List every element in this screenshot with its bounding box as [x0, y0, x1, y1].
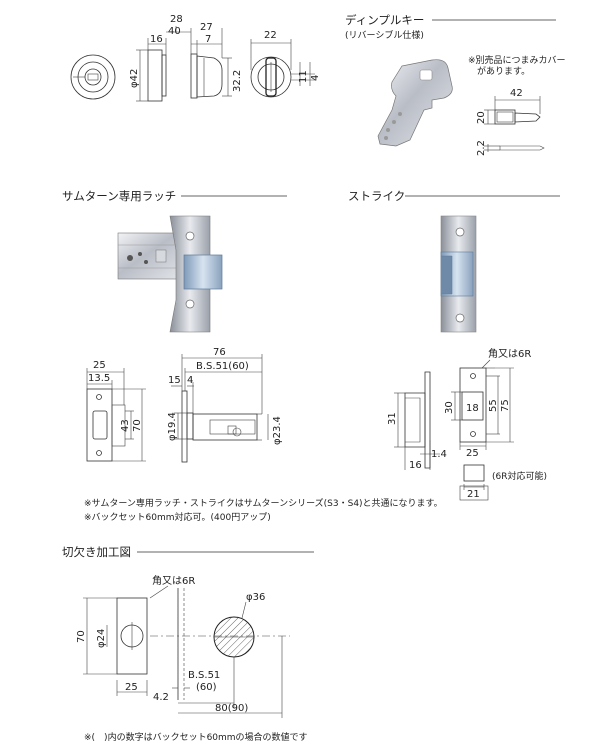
dim-40: 40 [168, 26, 181, 37]
cut-dim-80-90: 80(90) [215, 703, 248, 714]
dim-22: 22 [264, 30, 277, 41]
dim-11: 11 [298, 70, 309, 83]
strike-dim-55: 55 [488, 399, 499, 412]
footer-note: ※( )内の数字はバックセット60mmの場合の数値です [84, 731, 308, 743]
latch-dim-43: 43 [120, 419, 131, 432]
cutout-drawing [83, 585, 290, 718]
dim-4: 4 [310, 75, 321, 81]
strike-dim-1-4: 1.4 [431, 449, 447, 460]
cut-dim-phi24: φ24 [96, 629, 107, 648]
dim-7: 7 [205, 34, 211, 45]
latch-dim-bs: B.S.51(60) [196, 361, 249, 372]
heading-dimple-key: ディンプルキー [345, 13, 424, 27]
strike-side-drawing [394, 371, 440, 470]
strike-corner-label: 角又は6R [488, 348, 531, 360]
note-common-parts: ※サムターン専用ラッチ・ストライクはサムターンシリーズ(S3・S4)と共通になり… [84, 497, 443, 509]
strike-dim-31: 31 [387, 412, 398, 425]
strike-dim-25: 25 [466, 448, 479, 459]
latch-photo [117, 215, 223, 333]
strike-dim-16: 16 [409, 460, 422, 471]
dimple-key-photo [377, 59, 453, 147]
cylinder-front-view [70, 54, 116, 100]
cut-dim-bs: B.S.51 [188, 670, 220, 681]
cylinder-side-view [136, 26, 232, 102]
strike-dim-21: 21 [467, 489, 480, 500]
latch-side-drawing [171, 354, 269, 463]
dim-28: 28 [170, 14, 183, 25]
cut-dim-70: 70 [76, 630, 87, 643]
cut-dim-4-2: 4.2 [153, 692, 169, 703]
strike-front-drawing [451, 359, 514, 501]
latch-dim-76: 76 [213, 347, 226, 358]
latch-faceplate-drawing [86, 368, 146, 462]
strike-6r-note: (6R対応可能) [492, 470, 547, 482]
heading-thumbturn-latch: サムターン専用ラッチ [62, 189, 176, 203]
strike-photo [440, 215, 477, 333]
cut-corner-label: 角又は6R [152, 575, 195, 587]
cut-dim-phi36: φ36 [246, 592, 265, 603]
dim-32-2: 32.2 [232, 70, 243, 92]
cut-dim-25: 25 [125, 682, 138, 693]
latch-dim-25: 25 [93, 360, 106, 371]
cut-dim-bs-60: (60) [196, 682, 217, 693]
latch-dim-15: 15 [168, 375, 181, 386]
strike-dim-75: 75 [500, 399, 511, 412]
latch-dim-13-5: 13.5 [88, 373, 110, 384]
dim-16: 16 [150, 34, 163, 45]
key-dim-20: 20 [476, 111, 487, 124]
heading-reversible: (リバーシブル仕様) [345, 29, 424, 41]
key-dimension-drawing [484, 96, 545, 152]
key-dim-2-2: 2.2 [476, 140, 487, 156]
latch-dim-phi19-4: φ19.4 [167, 412, 178, 441]
heading-strike: ストライク [348, 189, 405, 203]
dim-27: 27 [200, 22, 213, 33]
strike-dim-30: 30 [444, 401, 455, 414]
latch-dim-4: 4 [187, 375, 193, 386]
latch-dim-phi23-4: φ23.4 [272, 416, 283, 445]
strike-dim-18: 18 [466, 403, 479, 414]
thumbturn-front-view [250, 39, 315, 98]
latch-dim-70: 70 [132, 419, 143, 432]
key-note-line2: があります。 [477, 65, 530, 77]
key-note-line1: ※別売品につまみカバー [468, 54, 566, 66]
dim-phi42: φ42 [129, 69, 140, 88]
heading-cutout: 切欠き加工図 [62, 545, 131, 559]
key-dim-42: 42 [510, 88, 523, 99]
note-backset-60: ※バックセット60mm対応可。(400円アップ) [84, 511, 271, 523]
